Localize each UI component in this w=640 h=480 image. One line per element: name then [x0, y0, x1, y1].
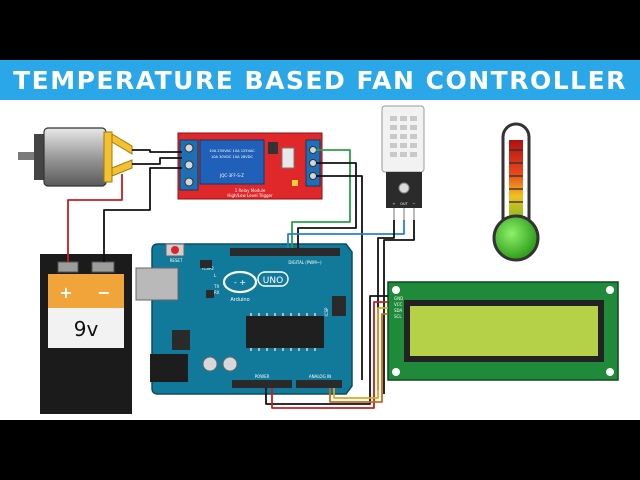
wire-lcd-scl: [329, 313, 388, 403]
lcd-pin-sda: SDA: [394, 308, 403, 313]
sensor-pin-plus: +: [393, 202, 396, 206]
lcd-hole-3: [392, 368, 400, 376]
arduino-logo: - + Arduino: [222, 270, 258, 303]
icsp2-header: [200, 260, 212, 268]
relay-label-2: High/Low Level Trigger: [227, 193, 273, 198]
dc-motor: [18, 127, 133, 187]
sensor-leg-3: [413, 208, 415, 220]
lcd-hole-4: [606, 368, 614, 376]
relay-spec-1: 10A 250VAC 10A 125VAC: [209, 149, 255, 153]
wire-sensor-gnd: [383, 220, 415, 394]
title-banner: TEMPERATURE BASED FAN CONTROLLER: [0, 60, 640, 100]
dht-sensor: + OUT −: [381, 105, 425, 220]
relay-transistor: [268, 142, 278, 154]
arduino-brand: Arduino: [230, 297, 249, 303]
analog-header: [296, 380, 342, 388]
lcd-pin-gnd: GND: [394, 296, 403, 301]
sensor-leg-2: [403, 208, 405, 220]
motor-endcap: [34, 134, 46, 180]
thermometer-bulb: [492, 214, 540, 262]
power-header: [232, 380, 292, 388]
relay-diode: [281, 147, 295, 169]
sensor-grille: [390, 116, 417, 157]
analog-label: ANALOG IN: [309, 374, 331, 379]
atmega-chip: [246, 316, 324, 348]
relay-screw-2: [184, 160, 194, 170]
relay-screw-1: [184, 143, 194, 153]
arduino-uno: RESET DIGITAL (PWM~) ICSP2 L TX RX - + A…: [135, 243, 353, 395]
wire-relay-signal: [291, 149, 351, 248]
relay-label-1: 1 Relay Module: [235, 188, 266, 193]
reset-label: RESET: [170, 258, 183, 263]
battery-terminal-minus: [91, 261, 115, 273]
lcd-module: GND VCC SDA SCL: [387, 281, 619, 381]
reset-button[interactable]: [171, 246, 179, 254]
relay-cube: [199, 139, 265, 185]
tx-label: TX: [213, 284, 219, 289]
wire-lcd-vcc: [271, 301, 388, 409]
capacitor-1: [202, 356, 218, 372]
small-ic: [206, 290, 214, 298]
icsp2-label: ICSP2: [202, 266, 214, 271]
battery-label-band: [48, 274, 124, 308]
battery-9v: + − 9v: [40, 254, 132, 414]
thermometer-icon: [492, 122, 540, 262]
usb-port: [135, 267, 179, 301]
wire-battery-plus: [67, 174, 123, 262]
wire-lcd-gnd: [265, 295, 388, 405]
wire-relay-vcc: [316, 175, 363, 380]
motor-body: [43, 127, 107, 187]
battery-terminal-plus: [57, 261, 79, 273]
page-title: TEMPERATURE BASED FAN CONTROLLER: [13, 65, 627, 95]
wire-lcd-sda: [333, 307, 388, 399]
wire-sensor-data: [287, 220, 405, 248]
motor-terminal-1: [111, 133, 133, 155]
battery-white-band: [48, 308, 124, 348]
relay-spec-2: 10A 30VDC 10A 28VDC: [211, 155, 254, 159]
wire-motor-relay-1: [132, 149, 182, 153]
voltage-regulator: [172, 330, 190, 350]
svg-text:- +: - +: [234, 278, 246, 287]
relay-screw-3: [184, 177, 194, 187]
thermometer-ticks: [509, 149, 523, 203]
relay-part-number: JQC-3FF-S-Z: [219, 173, 244, 178]
relay-pin-gnd: [309, 159, 317, 167]
battery-minus-sign: −: [97, 283, 110, 302]
lcd-hole-1: [392, 286, 400, 294]
motor-terminal-block: [103, 131, 113, 183]
icsp-header: [332, 296, 346, 316]
battery-plus-sign: +: [59, 283, 72, 302]
relay-pin-in: [309, 172, 317, 180]
sensor-mount-hole: [398, 182, 410, 194]
motor-terminal-2: [111, 159, 133, 177]
sensor-pin-minus: −: [413, 202, 416, 206]
relay-pin-vcc: [309, 146, 317, 154]
power-jack: [150, 354, 188, 382]
l-led-label: L: [214, 273, 217, 278]
capacitor-2: [222, 356, 238, 372]
battery-voltage: 9v: [74, 317, 99, 341]
relay-led: [292, 180, 298, 186]
rx-label: RX: [214, 290, 220, 295]
motor-shaft: [18, 152, 38, 160]
lcd-screen: [410, 306, 598, 356]
wire-motor-relay-2: [132, 157, 182, 165]
digital-label: DIGITAL (PWM~): [288, 260, 322, 265]
lcd-pin-vcc: VCC: [394, 302, 403, 307]
icsp-label: ICSP: [324, 307, 329, 317]
power-label: POWER: [255, 374, 270, 379]
sensor-pin-out: OUT: [400, 202, 408, 206]
lcd-hole-2: [606, 286, 614, 294]
digital-header: [230, 248, 340, 256]
uno-logo: UNO: [263, 276, 283, 286]
relay-module: 10A 250VAC 10A 125VAC 10A 30VDC 10A 28VD…: [177, 132, 323, 200]
uno-badge: [257, 271, 289, 287]
lcd-pin-scl: SCL: [394, 314, 402, 319]
wire-battery-minus: [103, 167, 182, 262]
sensor-leg-1: [393, 208, 395, 220]
atmega-pins: [250, 313, 316, 351]
wires: [67, 149, 415, 409]
